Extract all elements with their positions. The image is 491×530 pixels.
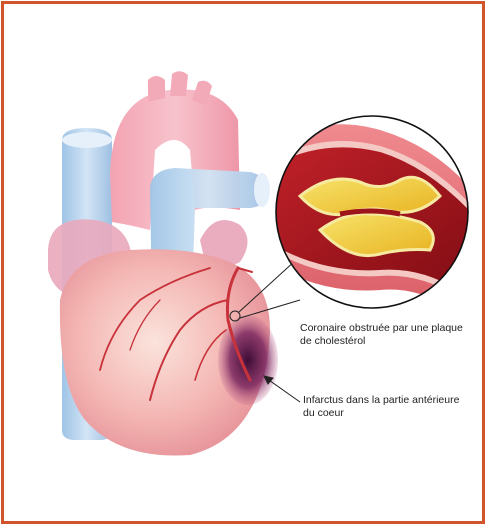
infarct-label-line1: Infarctus dans la partie antérieure xyxy=(303,394,459,407)
infarct-zone xyxy=(218,315,278,405)
coronary-label: Coronaire obstruée par une plaque de cho… xyxy=(300,322,463,348)
coronary-label-line1: Coronaire obstruée par une plaque xyxy=(300,322,463,335)
magnified-artery xyxy=(250,116,480,330)
infarct-label-line2: du coeur xyxy=(303,407,459,420)
infarct-label: Infarctus dans la partie antérieure du c… xyxy=(303,394,459,420)
coronary-label-line2: de cholestérol xyxy=(300,335,463,348)
